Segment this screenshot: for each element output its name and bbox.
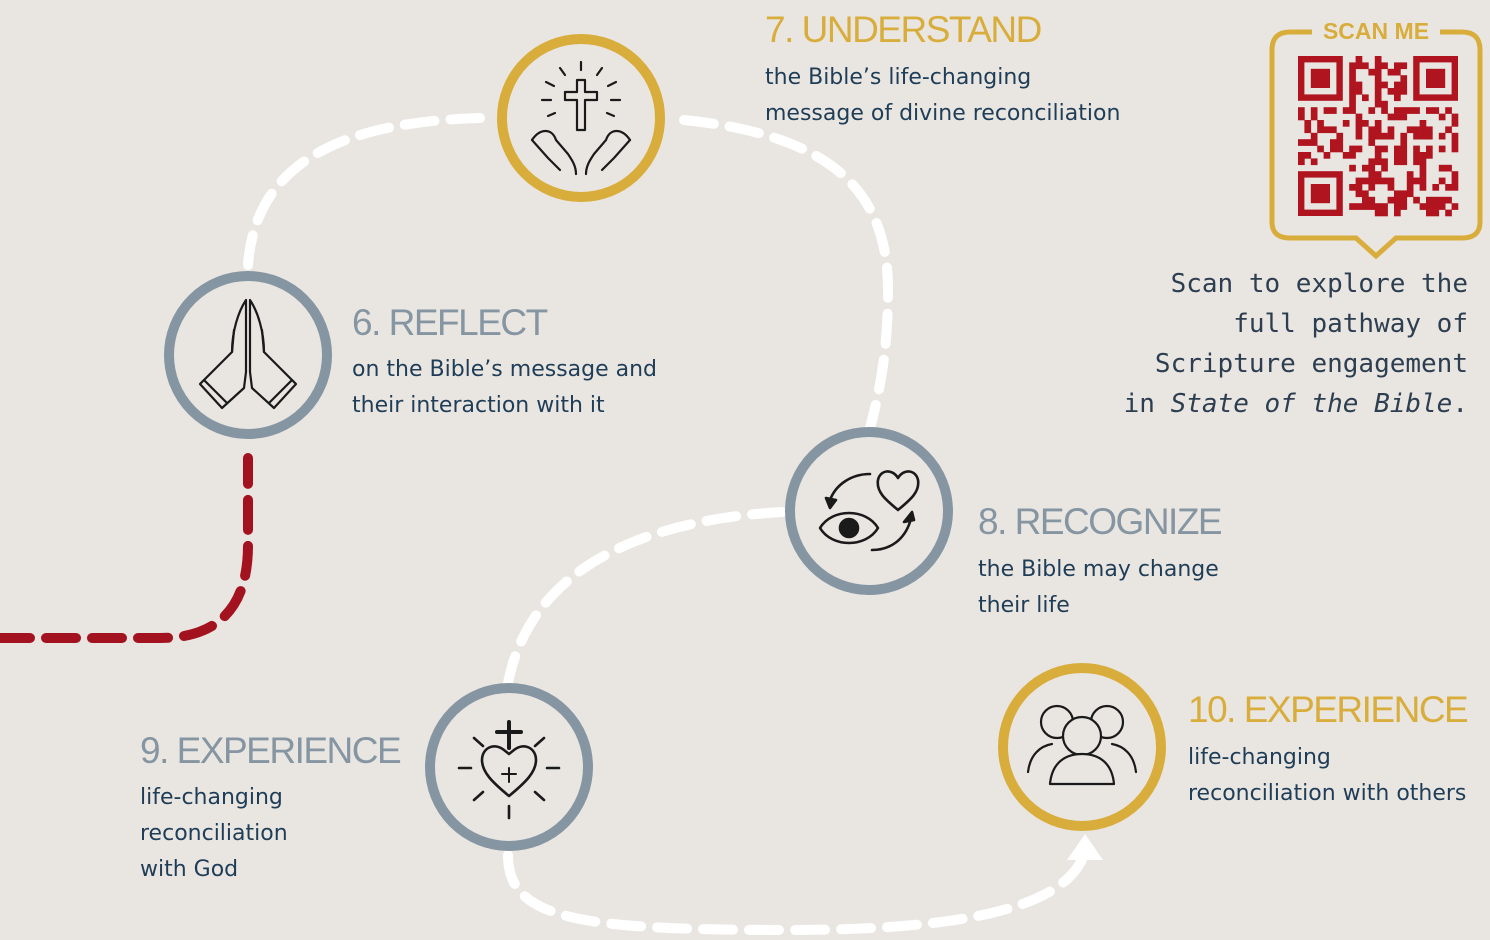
white-path-9-to-10: [503, 847, 1090, 936]
praying-hands-icon: [198, 298, 298, 410]
step-8-title: 8. RECOGNIZE: [978, 501, 1223, 542]
scan-me-label: SCAN ME: [1316, 16, 1436, 46]
step-8-desc-line: the Bible may change: [978, 557, 1219, 582]
step-8-description: the Bible may change their life: [978, 552, 1219, 624]
step-10-desc-line: life-changing: [1188, 745, 1331, 770]
step-6-circle: [164, 271, 332, 439]
white-path-7-to-8: [679, 115, 894, 433]
arrowhead-icon: [1067, 834, 1103, 860]
step-9-desc-line: with God: [140, 857, 239, 882]
white-path-6-to-7: [243, 113, 485, 270]
step-6-description: on the Bible’s message and their interac…: [352, 352, 657, 424]
step-10-description: life-changing reconciliation with others: [1188, 740, 1466, 812]
qr-caption-line: Scripture engagement: [1154, 349, 1468, 379]
qr-caption-italic: State of the Bible: [1170, 389, 1453, 419]
qr-code-icon[interactable]: [1298, 56, 1459, 217]
qr-caption-suffix: .: [1452, 389, 1468, 419]
step-10-desc-line: reconciliation with others: [1188, 781, 1467, 806]
white-path-8-to-9: [503, 507, 787, 688]
qr-caption: Scan to explore the full pathway of Scri…: [1068, 264, 1468, 424]
step-10-title: 10. EXPERIENCE: [1188, 689, 1469, 730]
step-8-circle: [785, 427, 953, 595]
step-9-title: 9. EXPERIENCE: [140, 730, 402, 771]
step-9-description: life-changing reconciliation with God: [140, 780, 288, 888]
red-path-segment: [0, 453, 253, 643]
qr-caption-line: full pathway of: [1233, 309, 1468, 339]
qr-caption-prefix: in: [1123, 389, 1171, 419]
step-6-title: 6. REFLECT: [352, 302, 548, 343]
step-7-circle: [497, 34, 665, 202]
step-7-description: the Bible’s life-changing message of div…: [765, 60, 1120, 132]
step-7-desc-line: the Bible’s life-changing: [765, 65, 1032, 90]
step-6-desc-line: on the Bible’s message and: [352, 357, 658, 382]
cross-heart-icon: [457, 720, 561, 820]
step-8-desc-line: their life: [978, 593, 1070, 618]
step-6-desc-line: their interaction with it: [352, 393, 605, 418]
step-9-desc-line: reconciliation: [140, 821, 288, 846]
step-7-desc-line: message of divine reconciliation: [765, 101, 1121, 126]
step-9-desc-line: life-changing: [140, 785, 283, 810]
qr-caption-line: in State of the Bible.: [1068, 384, 1468, 424]
qr-caption-line: Scan to explore the: [1170, 269, 1468, 299]
step-7-title: 7. UNDERSTAND: [765, 9, 1042, 50]
eye-heart-icon: [818, 470, 920, 552]
group-people-icon: [1026, 704, 1138, 786]
cross-hands-icon: [530, 60, 632, 176]
qr-frame: [1269, 29, 1483, 260]
